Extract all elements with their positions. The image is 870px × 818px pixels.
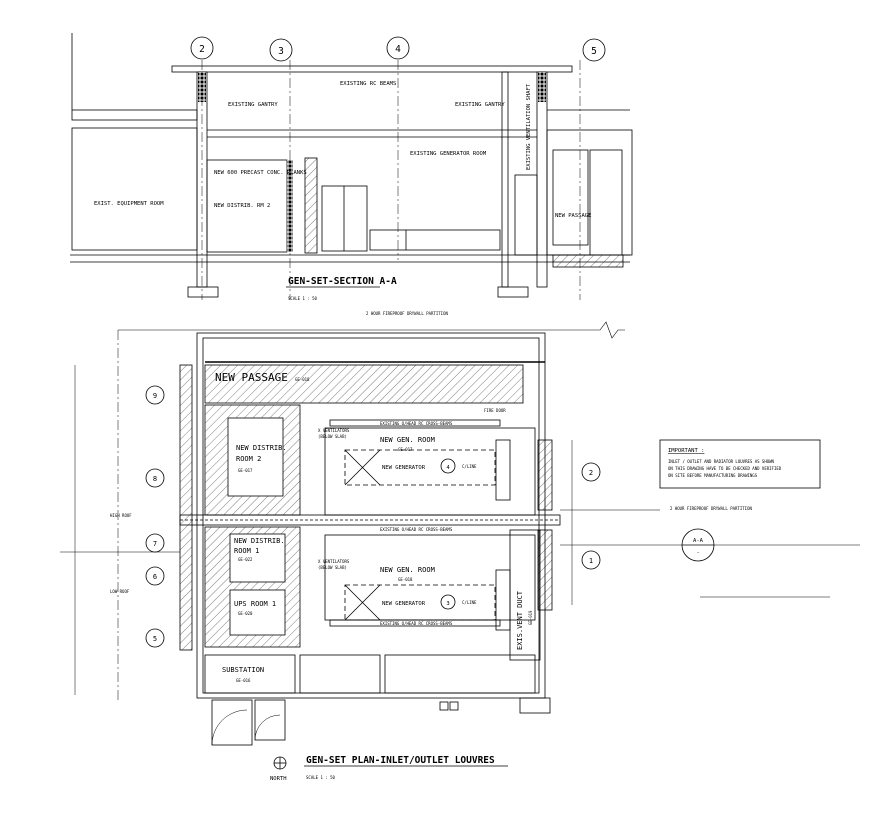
important-line-2: ON THIS DRAWING HAVE TO BE CHECKED AND V… (668, 466, 782, 471)
tag-ups-room: GE-020 (238, 611, 253, 616)
important-line-1: INLET / OUTLET AND RADIATOR LOUVRES AS S… (668, 459, 775, 464)
label-new-passage: NEW PASSAGE (555, 213, 591, 219)
section-marker (681, 528, 715, 562)
label-ups-room: UPS ROOM 1 (234, 600, 276, 608)
plan-grid-9: 9 (153, 392, 157, 400)
label-ventilators-lower: X VENTILATORS (318, 559, 350, 564)
label-distrib-room-2-l1: NEW DISTRIB. (236, 444, 287, 452)
label-substation: SUBSTATION (222, 666, 264, 674)
label-fire-partition-top: 2 HOUR FIREPROOF DRYWALL PARTITION (366, 311, 448, 316)
label-beams-lower: EXISTING O/HEAD RC CROSS-BEAMS (380, 621, 453, 626)
grid-bubble-5: 5 (591, 46, 597, 57)
plan-grid-1: 1 (589, 557, 593, 565)
label-existing-ventilation-shaft: EXISTING VENTILATION SHAFT (526, 83, 532, 170)
roof-slab (171, 65, 573, 73)
generator-size-upper: C/LINE (462, 464, 477, 469)
label-existing-gantry-left: EXISTING GANTRY (228, 102, 278, 108)
label-fire-partition-right: 2 HOUR FIREPROOF DRYWALL PARTITION (670, 506, 752, 511)
label-new-precast-planks: NEW 600 PRECAST CONC. PLANKS (214, 170, 307, 176)
section-grid-labels: 2 3 4 5 (199, 44, 597, 57)
label-vent-duct: EXIS.VENT DUCT (516, 590, 524, 650)
plan-labels: 2 HOUR FIREPROOF DRYWALL PARTITION 2 HOU… (110, 311, 782, 782)
section-view (70, 33, 633, 300)
important-line-3: ON SITE BEFORE MANUFACTURING DRAWINGS (668, 473, 758, 478)
label-ventilators-lower-sub: (BELOW SLAB) (318, 565, 347, 570)
label-generator-upper: NEW GENERATOR (382, 465, 426, 471)
section-scale: SCALE 1 : 50 (288, 296, 317, 301)
section-labels: EXISTING RC BEAMS EXISTING GANTRY EXISTI… (94, 81, 591, 301)
column-right-bricks (538, 72, 546, 102)
label-gen-room-upper: NEW GEN. ROOM (380, 436, 435, 444)
label-low-roof: LOW ROOF (110, 589, 130, 594)
label-existing-generator-room: EXISTING GENERATOR ROOM (410, 151, 487, 157)
generator-size-lower: C/LINE (462, 600, 477, 605)
plan-grid-6: 6 (153, 573, 157, 581)
column-left-bricks (198, 72, 206, 102)
grid-bubble-3: 3 (278, 46, 284, 57)
label-new-distrib-rm2: NEW DISTRIB. RM 2 (214, 203, 270, 209)
tag-vent-duct: GE-019 (528, 610, 533, 625)
label-distrib-room-1-l1: NEW DISTRIB. (234, 537, 285, 545)
label-new-passage: NEW PASSAGE (215, 371, 288, 384)
label-existing-rc-beams: EXISTING RC BEAMS (340, 81, 396, 87)
label-fire-door: FIRE DOOR (484, 408, 506, 413)
gen-room-upper (324, 427, 536, 516)
north-label: NORTH (270, 776, 287, 782)
tag-gen-room-upper: GE-017 (398, 447, 413, 452)
plan-title: GEN-SET PLAN-INLET/OUTLET LOUVRES (306, 755, 495, 766)
label-distrib-room-1-l2: ROOM 1 (234, 547, 259, 555)
generator-num-lower: 3 (446, 601, 449, 607)
plan-scale: SCALE 1 : 50 (306, 775, 335, 780)
important-heading: IMPORTANT : (668, 448, 704, 454)
section-grid-3 (269, 38, 293, 300)
tag-distrib-room-2: GE-017 (238, 468, 253, 473)
plan-grid-5: 5 (153, 635, 157, 643)
section-marker-id: A-A (693, 538, 704, 544)
label-beams-middle: EXISTING O/HEAD RC CROSS-BEAMS (380, 527, 453, 532)
tag-new-passage: GE-018 (295, 377, 310, 382)
tag-gen-room-lower: GE-018 (398, 577, 413, 582)
passage-hatch (204, 364, 524, 404)
tag-distrib-room-1: GE-022 (238, 557, 253, 562)
gen-room-lower (324, 534, 536, 621)
label-existing-gantry-right: EXISTING GANTRY (455, 102, 505, 108)
plan-view (60, 321, 860, 770)
grid-bubble-2: 2 (199, 44, 205, 55)
label-ventilators-upper: X VENTILATORS (318, 428, 350, 433)
section-title: GEN-SET-SECTION A-A (288, 276, 397, 287)
label-ventilators-upper-sub: (BELOW SLAB) (318, 434, 347, 439)
label-high-roof: HIGH ROOF (110, 513, 132, 518)
grid-bubble-4: 4 (395, 44, 401, 55)
label-gen-room-lower: NEW GEN. ROOM (380, 566, 435, 574)
section-door (321, 185, 368, 252)
section-grid-4 (386, 36, 410, 260)
generator-num-upper: 4 (446, 465, 450, 471)
plan-grid-7: 7 (153, 540, 157, 548)
label-beams-upper: EXISTING O/HEAD RC CROSS-BEAMS (380, 421, 453, 426)
plan-grid-2: 2 (589, 469, 593, 477)
important-box (659, 439, 821, 489)
tag-substation: GE-016 (236, 678, 251, 683)
label-exist-equipment-room: EXIST. EQUIPMENT ROOM (94, 201, 164, 207)
section-marker-sheet: - (696, 550, 699, 556)
label-generator-lower: NEW GENERATOR (382, 601, 426, 607)
label-distrib-room-2-l2: ROOM 2 (236, 455, 261, 463)
plan-grid-8: 8 (153, 475, 157, 483)
